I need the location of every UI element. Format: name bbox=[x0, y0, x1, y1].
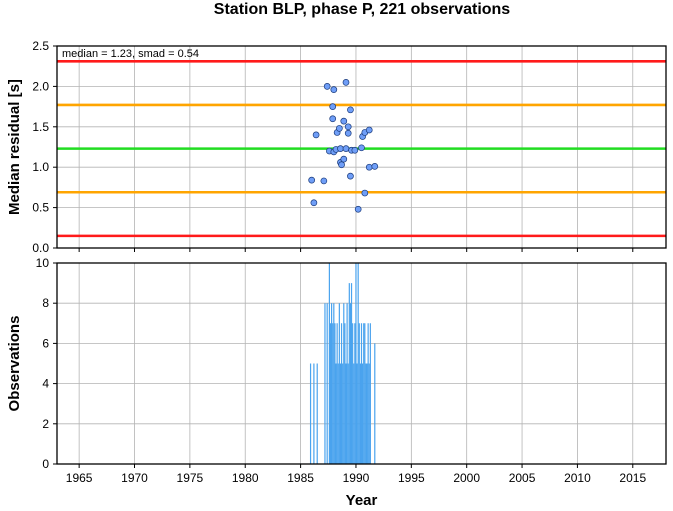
x-tick-label: 1980 bbox=[232, 471, 259, 485]
residual-point bbox=[308, 176, 316, 184]
residual-point bbox=[344, 129, 352, 137]
y-tick-label: 8 bbox=[42, 296, 49, 310]
y-tick-label: 0.5 bbox=[32, 201, 49, 215]
residual-point bbox=[329, 103, 337, 110]
residual-point bbox=[337, 145, 344, 152]
y-tick-label: 2.5 bbox=[32, 39, 49, 53]
residual-point bbox=[312, 131, 320, 139]
year-x-axis-label: Year bbox=[346, 492, 378, 509]
x-tick-label: 1990 bbox=[343, 471, 370, 485]
residual-point bbox=[342, 145, 350, 152]
residual-point bbox=[340, 117, 348, 125]
residual-y-axis-label: Median residual [s] bbox=[6, 79, 23, 215]
residual-point bbox=[351, 146, 359, 154]
x-tick-label: 2005 bbox=[509, 471, 536, 485]
residual-point bbox=[320, 177, 328, 185]
residual-point bbox=[365, 126, 373, 134]
x-tick-label: 1975 bbox=[177, 471, 204, 485]
x-tick-label: 1970 bbox=[121, 471, 148, 485]
y-tick-label: 0.0 bbox=[32, 241, 49, 255]
residual-y-ticks: 0.0 0.5 1.0 1.5 2.0 2.5 bbox=[32, 39, 57, 255]
residual-point bbox=[371, 163, 379, 170]
x-tick-label: 2000 bbox=[453, 471, 480, 485]
x-tick-label: 1965 bbox=[66, 471, 93, 485]
y-tick-label: 4 bbox=[42, 377, 49, 391]
chart-title: Station BLP, phase P, 221 observations bbox=[214, 1, 511, 18]
y-tick-label: 10 bbox=[36, 256, 50, 270]
residual-x-ticks bbox=[78, 248, 634, 252]
y-tick-label: 6 bbox=[42, 336, 49, 350]
residual-point bbox=[358, 144, 365, 152]
y-tick-label: 1.0 bbox=[32, 160, 49, 174]
residual-point bbox=[342, 79, 350, 86]
x-tick-label: 2015 bbox=[619, 471, 646, 485]
residual-point bbox=[365, 163, 373, 171]
observations-y-axis-label: Observations bbox=[6, 316, 23, 412]
residual-point bbox=[310, 199, 318, 207]
y-tick-label: 1.5 bbox=[32, 120, 49, 134]
residual-points bbox=[308, 79, 379, 213]
median-smad-annotation: median = 1.23, smad = 0.54 bbox=[62, 48, 199, 60]
residual-point bbox=[330, 86, 338, 93]
observations-plot-frame bbox=[56, 262, 667, 465]
residual-point bbox=[344, 123, 352, 131]
x-tick-label: 1985 bbox=[287, 471, 314, 485]
residual-point bbox=[329, 115, 337, 123]
residual-panel: 0.0 0.5 1.0 1.5 2.0 2.5 median = 1.23, smad =… bbox=[6, 39, 667, 255]
residual-point bbox=[338, 161, 345, 169]
residual-point bbox=[354, 205, 362, 213]
year-x-ticks: 1965 1970 1975 1980 1985 1990 1995 2000 2005 2010… bbox=[66, 464, 646, 485]
residual-point bbox=[340, 155, 348, 163]
residual-point bbox=[347, 106, 354, 114]
residual-point bbox=[336, 125, 343, 132]
observations-panel: 0 2 4 6 8 10 1965 1970 1975 1980 1985 1990 1995 2000… bbox=[6, 256, 667, 509]
residual-point bbox=[361, 189, 369, 197]
y-tick-label: 0 bbox=[42, 457, 49, 471]
x-tick-label: 2010 bbox=[564, 471, 591, 485]
residual-plot-frame bbox=[56, 45, 667, 249]
x-tick-label: 1995 bbox=[398, 471, 425, 485]
y-tick-label: 2.0 bbox=[32, 79, 49, 93]
residual-point bbox=[323, 83, 331, 90]
observation-bars bbox=[309, 263, 376, 464]
observations-y-ticks: 0 2 4 6 8 10 bbox=[36, 256, 57, 471]
y-tick-label: 2 bbox=[42, 417, 49, 431]
residual-point bbox=[347, 172, 354, 180]
